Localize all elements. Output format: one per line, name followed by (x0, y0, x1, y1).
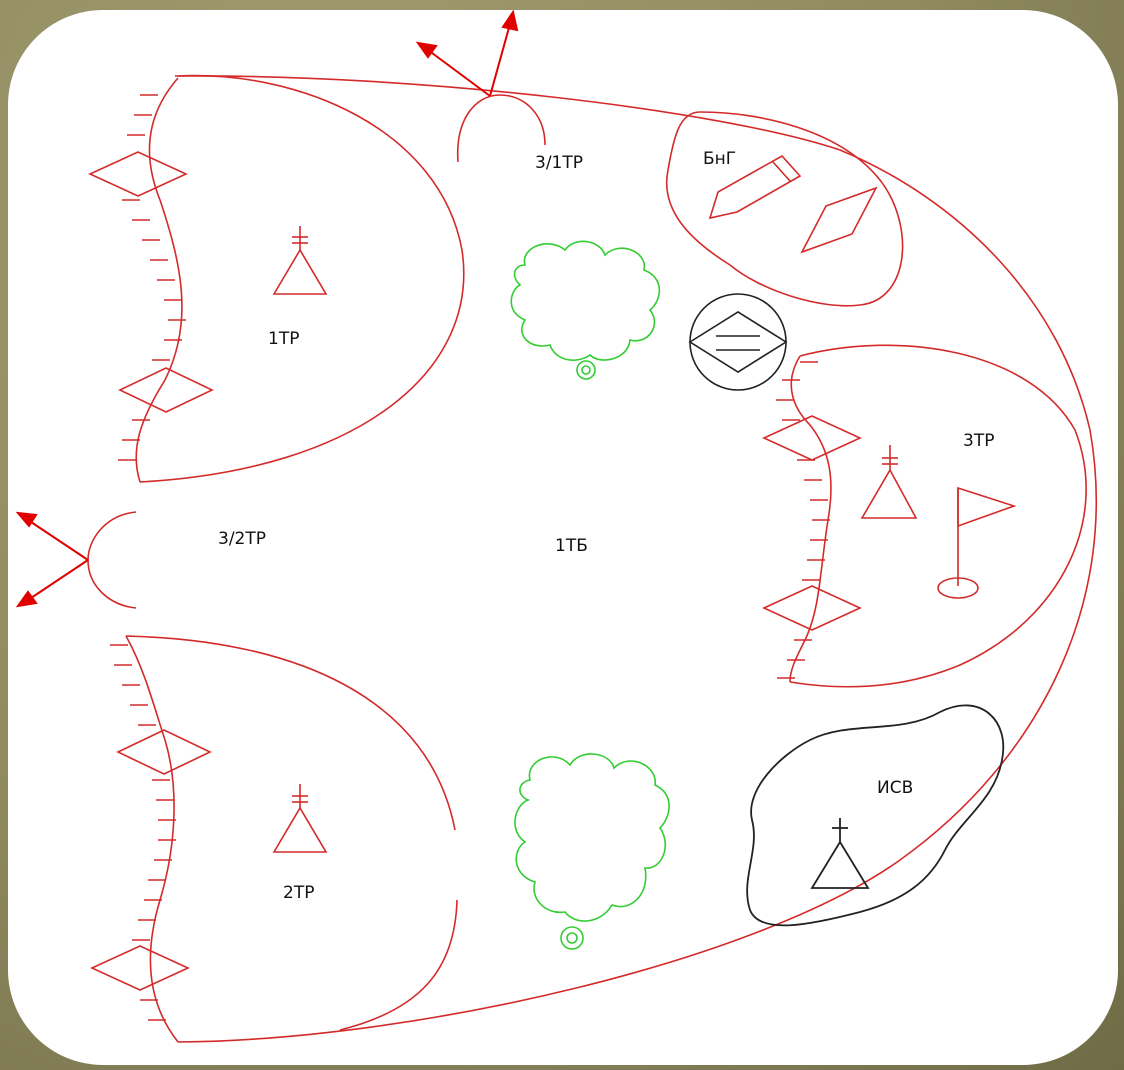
bush-icon (510, 240, 661, 380)
label-bng: БнГ (703, 149, 736, 169)
diamond-icon (762, 415, 862, 631)
flag-icon (937, 486, 1017, 599)
zone-bng (665, 111, 904, 307)
triangle-symbol-icon (272, 784, 328, 853)
pencil-icon (708, 154, 802, 220)
zone-2tr (110, 635, 458, 1043)
diamond-icon (90, 729, 212, 991)
label-3-1tr: 3/1ТР (535, 153, 583, 173)
diamond-icon (800, 186, 878, 254)
arrow-icon (15, 511, 89, 608)
zone-1tr (118, 74, 465, 483)
label-isv: ИСВ (877, 778, 913, 798)
label-2tr: 2ТР (283, 883, 314, 903)
triangle-symbol-icon (860, 445, 918, 519)
triangle-symbol-icon (272, 226, 328, 295)
label-1tb: 1ТБ (555, 536, 588, 556)
zone-3tr (776, 344, 1087, 688)
gate-3-1tr (456, 94, 546, 163)
diamond-icon (88, 151, 214, 413)
circle-diamond-icon (688, 293, 788, 391)
label-1tr: 1ТР (268, 329, 299, 349)
arrow-icon (415, 9, 519, 97)
triangle-symbol-icon (810, 818, 870, 889)
outer-boundary (174, 75, 1098, 1043)
label-3-2tr: 3/2ТР (218, 529, 266, 549)
label-3tr: 3ТР (963, 431, 994, 451)
zone-isv (746, 704, 1005, 927)
bush-icon (514, 753, 670, 950)
